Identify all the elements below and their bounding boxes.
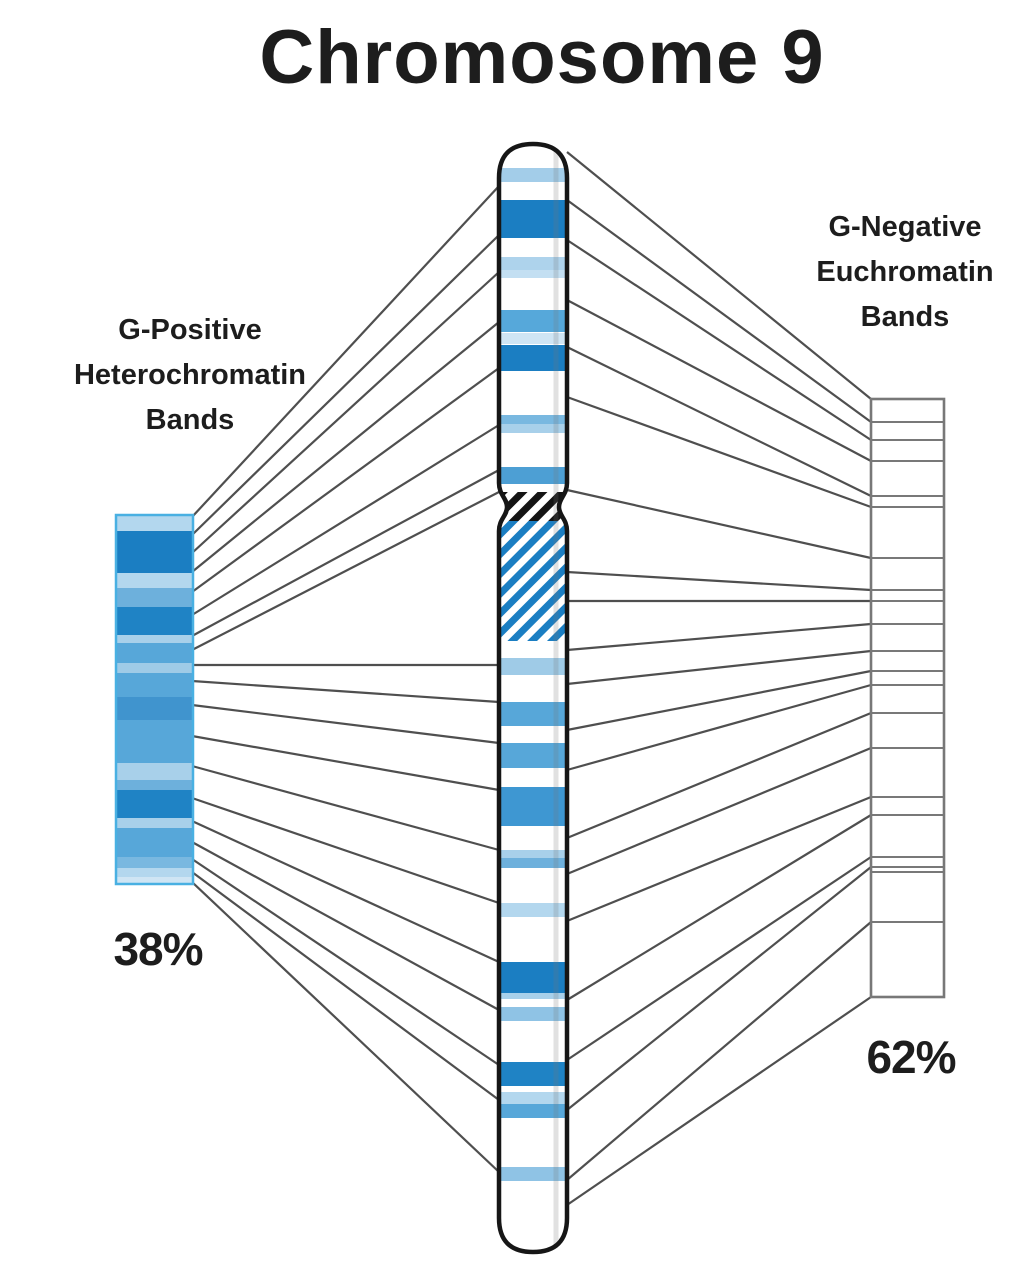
euchromatin-label-line-2: Euchromatin — [816, 256, 994, 288]
euchromatin-percent: 62% — [866, 1031, 956, 1083]
euchromatin-label-line-1: G-Negative — [828, 211, 982, 243]
euchromatin-label: G-Negative Euchromatin Bands — [750, 205, 1024, 340]
heterochromatin-label-line-2: Heterochromatin — [73, 359, 307, 391]
chromosome-ideogram — [496, 141, 570, 1255]
heterochromatin-stack — [114, 513, 195, 886]
heterochromatin-label-line-3: Bands — [145, 404, 235, 436]
heterochromatin-label-line-1: G-Positive — [118, 314, 262, 346]
heterochromatin-percent: 38% — [113, 923, 203, 975]
euchromatin-stack — [869, 397, 946, 999]
connector-lines-left — [191, 185, 500, 1173]
euchromatin-label-line-3: Bands — [860, 301, 950, 333]
figure-title: Chromosome 9 — [259, 15, 825, 100]
heterochromatin-label: G-Positive Heterochromatin Bands — [35, 308, 345, 443]
connector-lines-right — [566, 151, 872, 1206]
